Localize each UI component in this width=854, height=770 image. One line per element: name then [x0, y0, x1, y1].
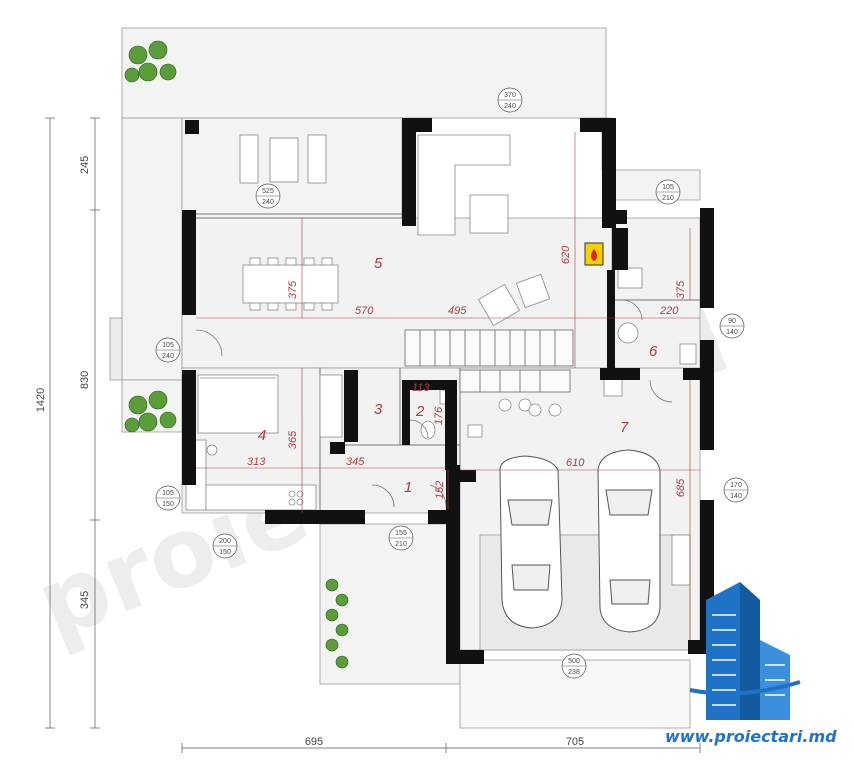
room-label-1: 1	[404, 479, 412, 496]
dim-345: 345	[346, 456, 365, 468]
opening-1-width: 370	[504, 92, 516, 99]
opening-5-height: 140	[726, 329, 738, 336]
opening-8-width: 155	[395, 530, 407, 537]
fireplace	[584, 242, 604, 266]
room-label-5: 5	[374, 255, 383, 272]
room-label-2: 2	[415, 403, 425, 420]
opening-7-width: 200	[219, 538, 231, 545]
opening-labels: 370 240 525 240 105 210 105 240 90 140 1…	[162, 92, 742, 676]
dim-313: 313	[247, 456, 266, 468]
dim-495: 495	[448, 305, 467, 317]
dim-height-segment-2: 830	[79, 371, 91, 389]
car-icon	[499, 449, 661, 633]
opening-5-width: 90	[728, 318, 736, 325]
dim-685: 685	[675, 478, 687, 497]
logo-website: www.proiectari.md	[665, 727, 837, 746]
dim-365: 365	[287, 430, 299, 449]
opening-3-height: 210	[662, 195, 674, 202]
dim-220: 220	[659, 305, 679, 317]
building-logo-icon	[689, 582, 801, 720]
room-label-6: 6	[649, 343, 658, 360]
dim-width-segment-2: 705	[566, 736, 584, 748]
furniture	[185, 134, 697, 586]
opening-9-width: 170	[730, 482, 742, 489]
dim-620: 620	[560, 245, 572, 264]
dim-176: 176	[433, 406, 445, 425]
opening-8-height: 210	[395, 541, 407, 548]
opening-9-height: 140	[730, 493, 742, 500]
dim-375-living: 375	[287, 280, 299, 299]
dim-610: 610	[566, 457, 585, 469]
opening-marker-lines	[156, 99, 748, 667]
room-label-4: 4	[258, 427, 266, 444]
dim-height-segment-3: 345	[79, 591, 91, 609]
dim-375-bath: 375	[675, 280, 687, 299]
opening-2-width: 525	[262, 188, 274, 195]
opening-6-height: 150	[162, 501, 174, 508]
opening-10-width: 500	[568, 658, 580, 665]
dim-113: 113	[412, 382, 430, 394]
door-swings	[195, 299, 673, 508]
dim-total-height: 1420	[35, 388, 47, 412]
opening-4-width: 105	[162, 342, 174, 349]
staircase	[404, 329, 574, 393]
dim-height-segment-1: 245	[79, 156, 91, 174]
opening-3-width: 105	[662, 184, 674, 191]
opening-10-height: 238	[568, 669, 580, 676]
opening-6-width: 105	[162, 490, 174, 497]
opening-4-height: 240	[162, 353, 174, 360]
outer-dimension-lines	[45, 117, 701, 753]
dim-152: 152	[434, 481, 446, 499]
exterior-walls	[182, 118, 714, 664]
dim-570: 570	[355, 305, 374, 317]
opening-2-height: 240	[262, 199, 274, 206]
opening-1-height: 240	[504, 103, 516, 110]
dim-width-segment-1: 695	[305, 736, 323, 748]
room-label-3: 3	[374, 401, 383, 418]
interior-dimension-lines	[196, 132, 700, 640]
room-label-7: 7	[620, 419, 629, 436]
opening-7-height: 150	[219, 549, 231, 556]
fireplace-icon	[591, 249, 597, 261]
plant-icon	[124, 40, 349, 669]
